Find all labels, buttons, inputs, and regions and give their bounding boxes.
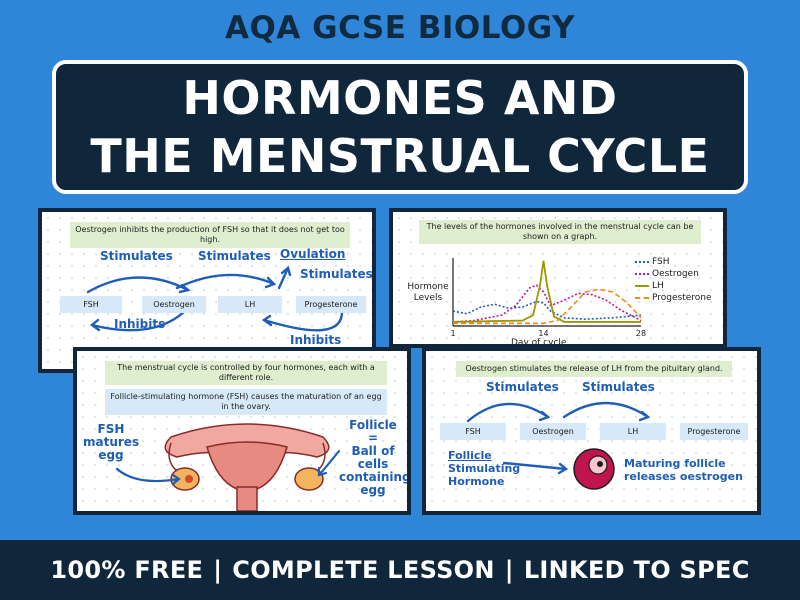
slide1-node-progesterone: Progesterone: [296, 296, 366, 313]
legend-swatch: [635, 273, 649, 275]
legend-item-oestrogen: Oestrogen: [635, 268, 712, 280]
slide1-node-lh: LH: [218, 296, 282, 313]
slide4-releases-oestrogen: releases oestrogen: [624, 470, 743, 483]
footer-separator-2: |: [504, 556, 514, 584]
legend-item-lh: LH: [635, 280, 712, 292]
slide1-stimulates-3: Stimulates: [300, 267, 373, 281]
uterus-illustration: [115, 423, 341, 511]
slide1-node-fsh: FSH: [60, 296, 122, 313]
footer-banner: 100% FREE | COMPLETE LESSON | LINKED TO …: [0, 540, 800, 600]
slide4-arrows: [466, 401, 651, 490]
legend-swatch: [635, 261, 649, 263]
slide3-ball-of-word: Ball of: [351, 444, 395, 458]
slide4-node-oestrogen: Oestrogen: [520, 423, 586, 440]
slide-hormone-graph: The levels of the hormones involved in t…: [389, 208, 727, 348]
slide-fsh-role: The menstrual cycle is controlled by fou…: [73, 347, 411, 515]
slide2-note: The levels of the hormones involved in t…: [419, 220, 701, 244]
slide-oestrogen-role: Oestrogen stimulates the release of LH f…: [422, 347, 761, 515]
x-tick-label: 14: [538, 329, 548, 338]
slide1-ovulation: Ovulation: [280, 247, 346, 261]
slide4-note: Oestrogen stimulates the release of LH f…: [456, 361, 732, 377]
legend-swatch: [635, 285, 649, 287]
slide3-fsh-label: FSH matures egg: [83, 423, 139, 462]
slide3-fsh-word: FSH: [97, 422, 125, 436]
footer-separator-1: |: [213, 556, 223, 584]
slide4-fsh-label: Follicle Stimulating Hormone: [448, 449, 520, 488]
legend-item-fsh: FSH: [635, 256, 712, 268]
slide4-follicle-word: Follicle: [448, 449, 492, 462]
series-line-lh: [452, 260, 641, 323]
slide3-follicle-label: Follicle = Ball of cells containing egg: [339, 419, 407, 497]
legend-label: LH: [652, 281, 664, 291]
slide3-note-1: The menstrual cycle is controlled by fou…: [105, 361, 387, 385]
slide3-matures-word: matures: [83, 435, 140, 449]
x-tick-label: 1: [450, 329, 455, 338]
slide4-stimulating-word: Stimulating: [448, 462, 521, 475]
slide4-hormone-word: Hormone: [448, 475, 505, 488]
x-tick-label: 28: [636, 329, 646, 338]
footer-complete-lesson: COMPLETE LESSON: [232, 556, 495, 584]
slide1-inhibits-1: Inhibits: [114, 317, 166, 331]
top-subtitle: AQA GCSE BIOLOGY: [225, 10, 575, 46]
series-line-oestrogen: [452, 284, 642, 323]
legend-item-progesterone: Progesterone: [635, 292, 712, 304]
legend-label: Progesterone: [652, 293, 712, 303]
hormone-line-chart: 1 14 28: [450, 258, 646, 338]
slide4-node-lh: LH: [600, 423, 666, 440]
slide1-stimulates-1: Stimulates: [100, 249, 173, 263]
slide3-equals-word: =: [367, 431, 379, 445]
series-line-fsh: [452, 300, 642, 321]
slide1-node-oestrogen: Oestrogen: [142, 296, 206, 313]
slide4-node-fsh: FSH: [440, 423, 506, 440]
title-line-1: HORMONES AND: [182, 71, 618, 125]
slide3-follicle-word: Follicle: [349, 418, 397, 432]
slide3-egg-word: egg: [98, 448, 124, 462]
slide3-containing-word: containing: [339, 470, 411, 484]
slide1-arrows: [86, 265, 344, 332]
footer-free: 100% FREE: [50, 556, 204, 584]
slide1-inhibits-2: Inhibits: [290, 333, 342, 347]
slide1-stimulates-2: Stimulates: [198, 249, 271, 263]
legend-label: Oestrogen: [652, 269, 699, 279]
slide3-note-2: Follicle-stimulating hormone (FSH) cause…: [105, 389, 387, 415]
series-line-progesterone: [453, 288, 642, 325]
egg-dot: [185, 475, 193, 483]
legend-swatch: [635, 297, 649, 299]
legend-label: FSH: [652, 257, 670, 267]
title-line-2: THE MENSTRUAL CYCLE: [90, 129, 710, 183]
slide4-stimulates-2: Stimulates: [582, 380, 655, 394]
slide4-node-progesterone: Progesterone: [680, 423, 748, 440]
slide-hormone-interactions: Oestrogen inhibits the production of FSH…: [38, 208, 376, 373]
slide4-follicle-label: Maturing follicle releases oestrogen: [624, 457, 743, 483]
slide3-egg-word-2: egg: [360, 483, 386, 497]
slide3-cells-word: cells: [357, 457, 389, 471]
slide4-stimulates-1: Stimulates: [486, 380, 559, 394]
footer-linked-to-spec: LINKED TO SPEC: [523, 556, 750, 584]
slide1-note: Oestrogen inhibits the production of FSH…: [70, 222, 350, 248]
chart-xlabel: Day of cycle: [511, 338, 567, 348]
chart-ylabel: Hormone Levels: [407, 282, 449, 303]
slide4-maturing-follicle: Maturing follicle: [624, 457, 726, 470]
title-box: HORMONES AND THE MENSTRUAL CYCLE: [52, 60, 748, 194]
